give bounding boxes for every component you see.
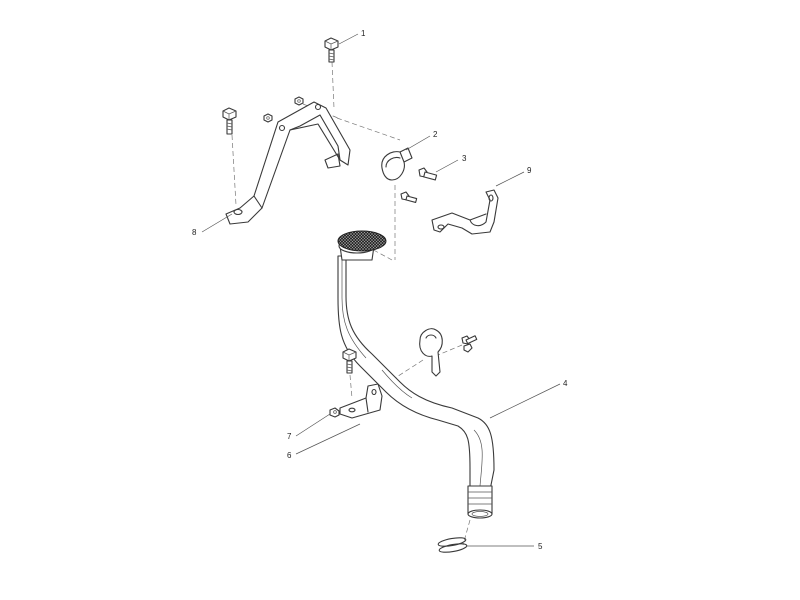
clamp-part-2 bbox=[381, 147, 413, 181]
callout-3: 3 bbox=[462, 154, 467, 163]
callout-9: 9 bbox=[527, 166, 532, 175]
callout-8: 8 bbox=[192, 228, 197, 237]
bracket-part-6 bbox=[339, 383, 383, 419]
callout-1: 1 bbox=[361, 29, 366, 38]
support-bracket-part-8 bbox=[225, 101, 351, 225]
callout-6: 6 bbox=[287, 451, 292, 460]
filler-pipe-part-4 bbox=[337, 230, 495, 519]
strap-clamp-part-9 bbox=[431, 189, 499, 235]
callout-7: 7 bbox=[287, 432, 292, 441]
callout-2: 2 bbox=[433, 130, 438, 139]
o-ring-part-5 bbox=[437, 537, 468, 553]
leader-lines bbox=[201, 33, 561, 547]
bolt-bracket-left bbox=[222, 107, 237, 135]
bolt-bracket-lower bbox=[342, 348, 357, 374]
callout-4: 4 bbox=[563, 379, 568, 388]
callout-5: 5 bbox=[538, 542, 543, 551]
bolt-part-1 bbox=[324, 37, 339, 63]
bolt-part-3 bbox=[400, 167, 438, 204]
pipe-clamp bbox=[419, 328, 478, 377]
nut-parts bbox=[263, 96, 304, 123]
nut-part-7 bbox=[329, 407, 340, 418]
